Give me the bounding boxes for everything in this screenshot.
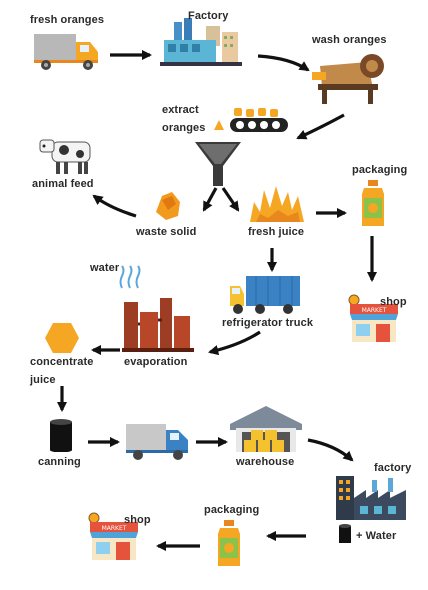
cow-icon bbox=[39, 139, 91, 174]
label-shop-right: shop bbox=[380, 296, 407, 308]
orange-peel-icon bbox=[156, 192, 180, 220]
label-warehouse: warehouse bbox=[236, 456, 295, 468]
label-refrigerator-truck: refrigerator truck bbox=[222, 317, 314, 329]
shop-icon: MARKET bbox=[348, 294, 398, 342]
market-sign-right: MARKET bbox=[362, 307, 387, 314]
truck-icon bbox=[126, 424, 188, 460]
orange-drop-icon bbox=[214, 120, 224, 130]
arrow-factory-to-wash bbox=[257, 54, 310, 72]
label-evaporation: evaporation bbox=[124, 356, 188, 368]
label-fresh-juice: fresh juice bbox=[248, 226, 305, 238]
label-factory-top: Factory bbox=[188, 10, 229, 22]
arrow-funnel-to-waste bbox=[202, 187, 218, 212]
label-wash-oranges: wash oranges bbox=[312, 34, 387, 46]
label-concentrate-1: concentrate bbox=[30, 356, 94, 368]
label-packaging-top: packaging bbox=[352, 164, 408, 176]
arrow-truck-to-evaporation bbox=[208, 330, 261, 356]
conveyor-belt-icon bbox=[230, 108, 288, 132]
label-canning: canning bbox=[38, 456, 81, 468]
juice-bottle-icon bbox=[362, 180, 384, 226]
label-extract-1: extract bbox=[162, 104, 199, 116]
refrigerator-truck-icon bbox=[230, 276, 300, 314]
funnel-icon bbox=[195, 142, 241, 186]
shop-icon: MARKET bbox=[88, 512, 138, 560]
label-packaging-bottom: packaging bbox=[204, 504, 260, 516]
label-shop-bottom: shop bbox=[124, 514, 151, 526]
arrow-wash-to-extract bbox=[296, 113, 345, 140]
arrow-funnel-to-juice bbox=[221, 187, 240, 212]
label-waste-solid: waste solid bbox=[136, 226, 197, 238]
juice-bottle-icon bbox=[218, 520, 240, 566]
label-extract-2: oranges bbox=[162, 122, 206, 134]
can-icon bbox=[50, 419, 72, 452]
label-concentrate-2: juice bbox=[30, 374, 56, 386]
label-factory-bottom: factory bbox=[374, 462, 412, 474]
arrow-warehouse-to-factory bbox=[307, 438, 354, 462]
evaporator-icon bbox=[122, 298, 194, 352]
steam-icon bbox=[119, 265, 141, 289]
truck-icon bbox=[34, 34, 98, 70]
label-water: water bbox=[90, 262, 120, 274]
market-sign-bottom: MARKET bbox=[102, 525, 127, 532]
washing-machine-icon bbox=[312, 54, 384, 104]
factory-icon bbox=[160, 18, 242, 66]
label-plus-water: + Water bbox=[356, 530, 397, 542]
hexagon-icon bbox=[45, 323, 79, 353]
label-animal-feed: animal feed bbox=[32, 178, 94, 190]
factory-icon bbox=[336, 476, 406, 520]
label-fresh-oranges: fresh oranges bbox=[30, 14, 105, 26]
arrow-waste-to-feed bbox=[92, 194, 137, 218]
can-icon bbox=[339, 524, 351, 543]
juice-splash-icon bbox=[250, 186, 304, 222]
warehouse-icon bbox=[230, 406, 302, 452]
